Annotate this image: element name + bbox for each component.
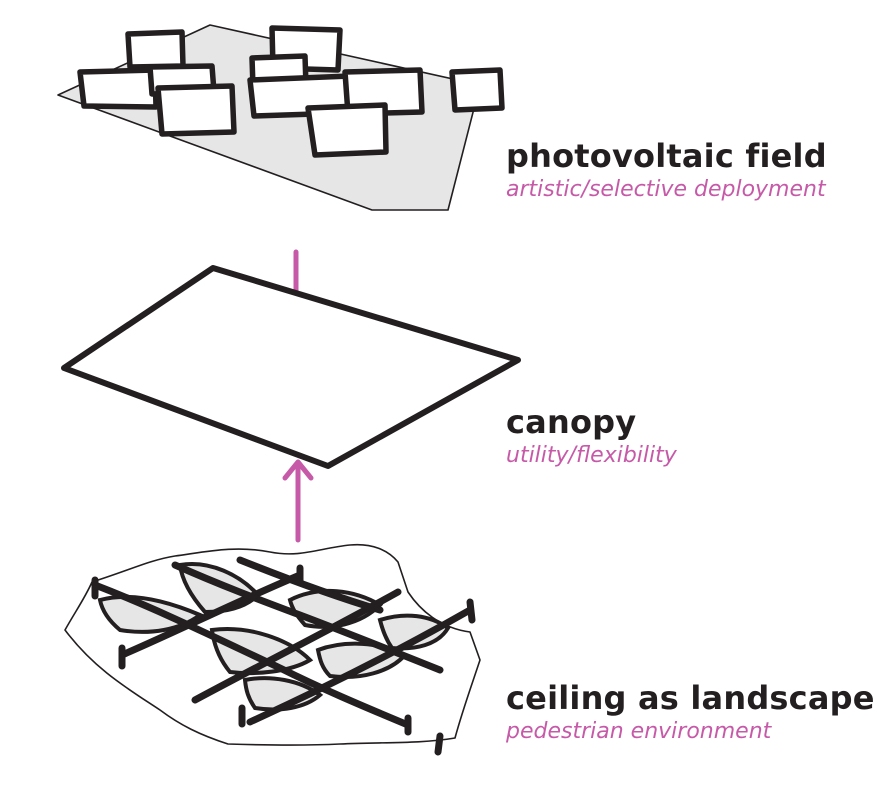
canopy-sketch [61, 265, 521, 469]
layer-subtitle: pedestrian environment [506, 719, 772, 744]
arrow-up-icon [282, 459, 314, 543]
ceiling-landscape-sketch [64, 543, 481, 756]
pv-panel [155, 83, 237, 137]
canopy-plane [61, 265, 521, 469]
layer-label-ceiling-as-landscape: ceiling as landscape pedestrian environm… [506, 680, 875, 746]
pv-panel [305, 102, 389, 158]
layer-subtitle: artistic/selective deployment [506, 177, 826, 202]
ceiling-fill-patch [97, 594, 204, 634]
layer-label-photovoltaic-field: photovoltaic field artistic/selective de… [506, 138, 827, 204]
pv-panel [449, 67, 505, 113]
pv-panels [77, 25, 505, 158]
ceiling-fill-patch [315, 641, 409, 679]
ceiling-grid-beams [91, 556, 474, 729]
pv-panel [125, 29, 186, 70]
layer-subtitle: utility/flexibility [506, 443, 677, 468]
photovoltaic-field-sketch [57, 24, 505, 211]
pv-panel [342, 67, 425, 117]
layer-label-canopy: canopy utility/flexibility [506, 404, 677, 470]
ceiling-fill-patch [377, 613, 451, 651]
layer-title: ceiling as landscape [506, 679, 875, 717]
pv-panel [77, 67, 159, 110]
ceiling-beam-stubs [91, 564, 476, 756]
layer-title: photovoltaic field [506, 137, 827, 175]
layer-title: canopy [506, 403, 637, 441]
